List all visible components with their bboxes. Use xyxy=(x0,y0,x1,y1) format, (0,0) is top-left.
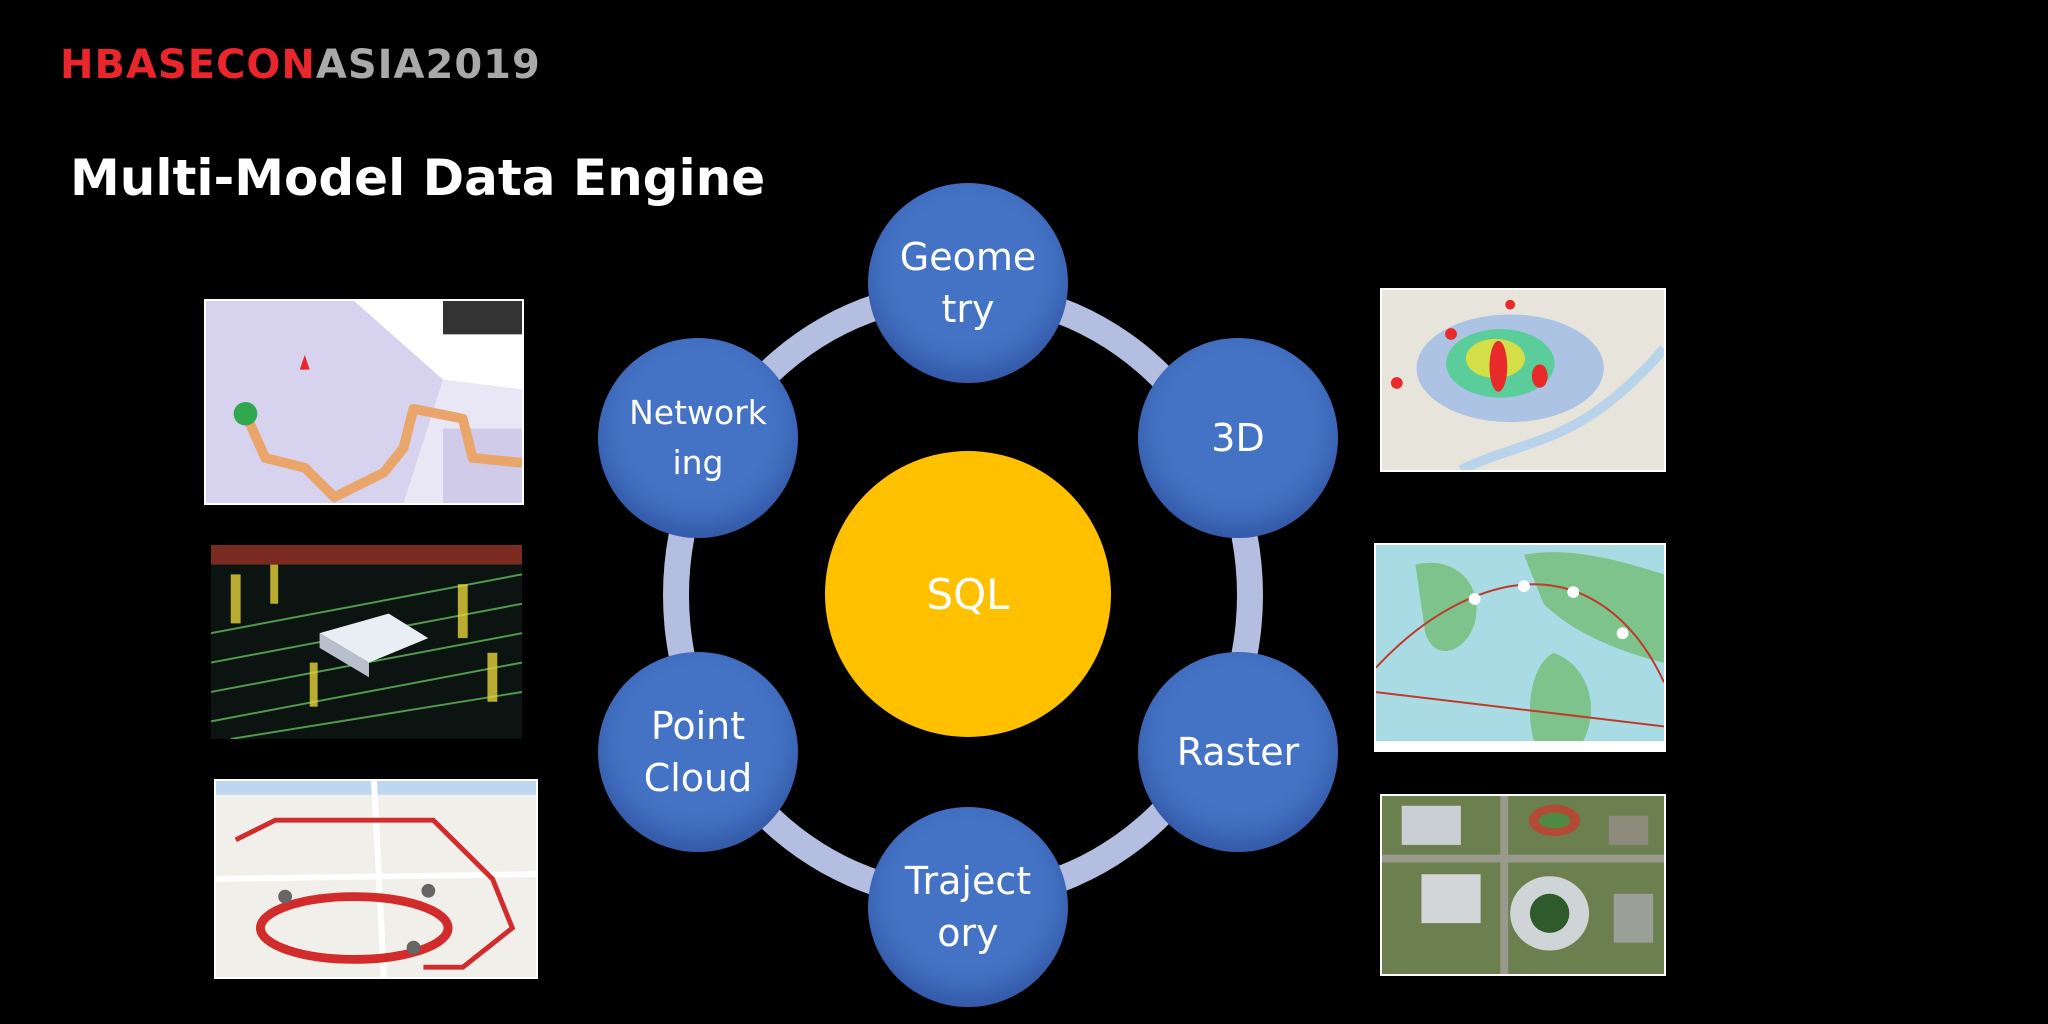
heatmap-image xyxy=(1380,288,1666,472)
conference-logo: HBASECONASIA2019 xyxy=(60,40,541,90)
node-3d: 3D xyxy=(1138,338,1338,538)
center-node-sql: SQL xyxy=(825,451,1111,737)
lidar-point-cloud-image xyxy=(209,543,524,741)
route-map-image xyxy=(214,779,538,979)
slide-title: Multi-Model Data Engine xyxy=(70,149,766,207)
logo-part-asia2019: ASIA2019 xyxy=(315,42,541,88)
node-point-cloud: Point Cloud xyxy=(598,652,798,852)
node-trajectory: Traject ory xyxy=(868,807,1068,1007)
mercator-map-image xyxy=(1374,543,1666,752)
indoor-map-image xyxy=(204,299,524,505)
node-geometry: Geome try xyxy=(868,183,1068,383)
logo-part-hbasecon: HBASECON xyxy=(60,42,316,88)
node-raster: Raster xyxy=(1138,652,1338,852)
node-networking: Network ing xyxy=(598,338,798,538)
satellite-image xyxy=(1380,794,1666,976)
